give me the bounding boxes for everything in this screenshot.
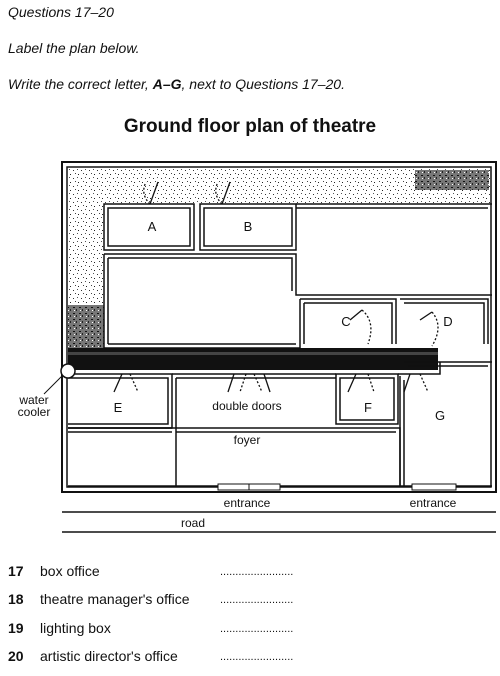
plan-title: Ground floor plan of theatre [123, 116, 377, 137]
room-label-e: E [114, 400, 123, 415]
question-number: 19 [8, 620, 24, 636]
question-19: 19 lighting box [8, 620, 111, 636]
question-17: 17 box office [8, 563, 100, 579]
entrance-openings [217, 483, 457, 491]
answer-blank-20[interactable]: ........................ [220, 651, 294, 663]
instruction-write-letter: Write the correct letter, A–G, next to Q… [8, 76, 345, 92]
road-label: road [181, 516, 205, 530]
question-20: 20 artistic director's office [8, 648, 178, 664]
room-label-g: G [435, 408, 445, 423]
question-text: theatre manager's office [40, 591, 190, 607]
instruction-label-plan: Label the plan below. [8, 40, 140, 56]
room-label-b: B [244, 219, 253, 234]
question-text: box office [40, 563, 100, 579]
question-text: lighting box [40, 620, 111, 636]
answer-blank-19[interactable]: ........................ [220, 623, 294, 635]
question-number: 18 [8, 591, 24, 607]
floor-plan: A B C D E F G water cooler double doors … [18, 161, 497, 533]
questions-range: Questions 17–20 [8, 4, 114, 20]
room-label-c: C [341, 314, 350, 329]
room-label-f: F [364, 400, 372, 415]
room-label-a: A [148, 219, 157, 234]
question-number: 17 [8, 563, 24, 579]
instruction-letters: A–G [152, 76, 182, 92]
question-18: 18 theatre manager's office [8, 591, 190, 607]
answer-blank-17[interactable]: ........................ [220, 566, 294, 578]
door-swings [113, 181, 439, 393]
foyer-label: foyer [234, 433, 261, 447]
road-lines [62, 511, 496, 533]
entrance-label-right: entrance [410, 496, 457, 510]
water-cooler [43, 363, 76, 395]
instruction-pre: Write the correct letter, [8, 76, 153, 92]
double-doors-label: double doors [212, 399, 281, 413]
corridor-top [68, 168, 490, 204]
room-label-d: D [443, 314, 452, 329]
instruction-post: , next to Questions 17–20. [181, 76, 345, 92]
answer-blank-18[interactable]: ........................ [220, 594, 294, 606]
question-text: artistic director's office [40, 648, 178, 664]
water-cooler-label-2: cooler [18, 405, 51, 419]
corridor-dark [68, 348, 438, 370]
walls [68, 203, 492, 487]
outer-building [61, 161, 497, 493]
water-cooler-label-1: water [18, 393, 48, 407]
entrance-label-left: entrance [224, 496, 271, 510]
question-number: 20 [8, 648, 24, 664]
corridor-left [68, 204, 104, 350]
